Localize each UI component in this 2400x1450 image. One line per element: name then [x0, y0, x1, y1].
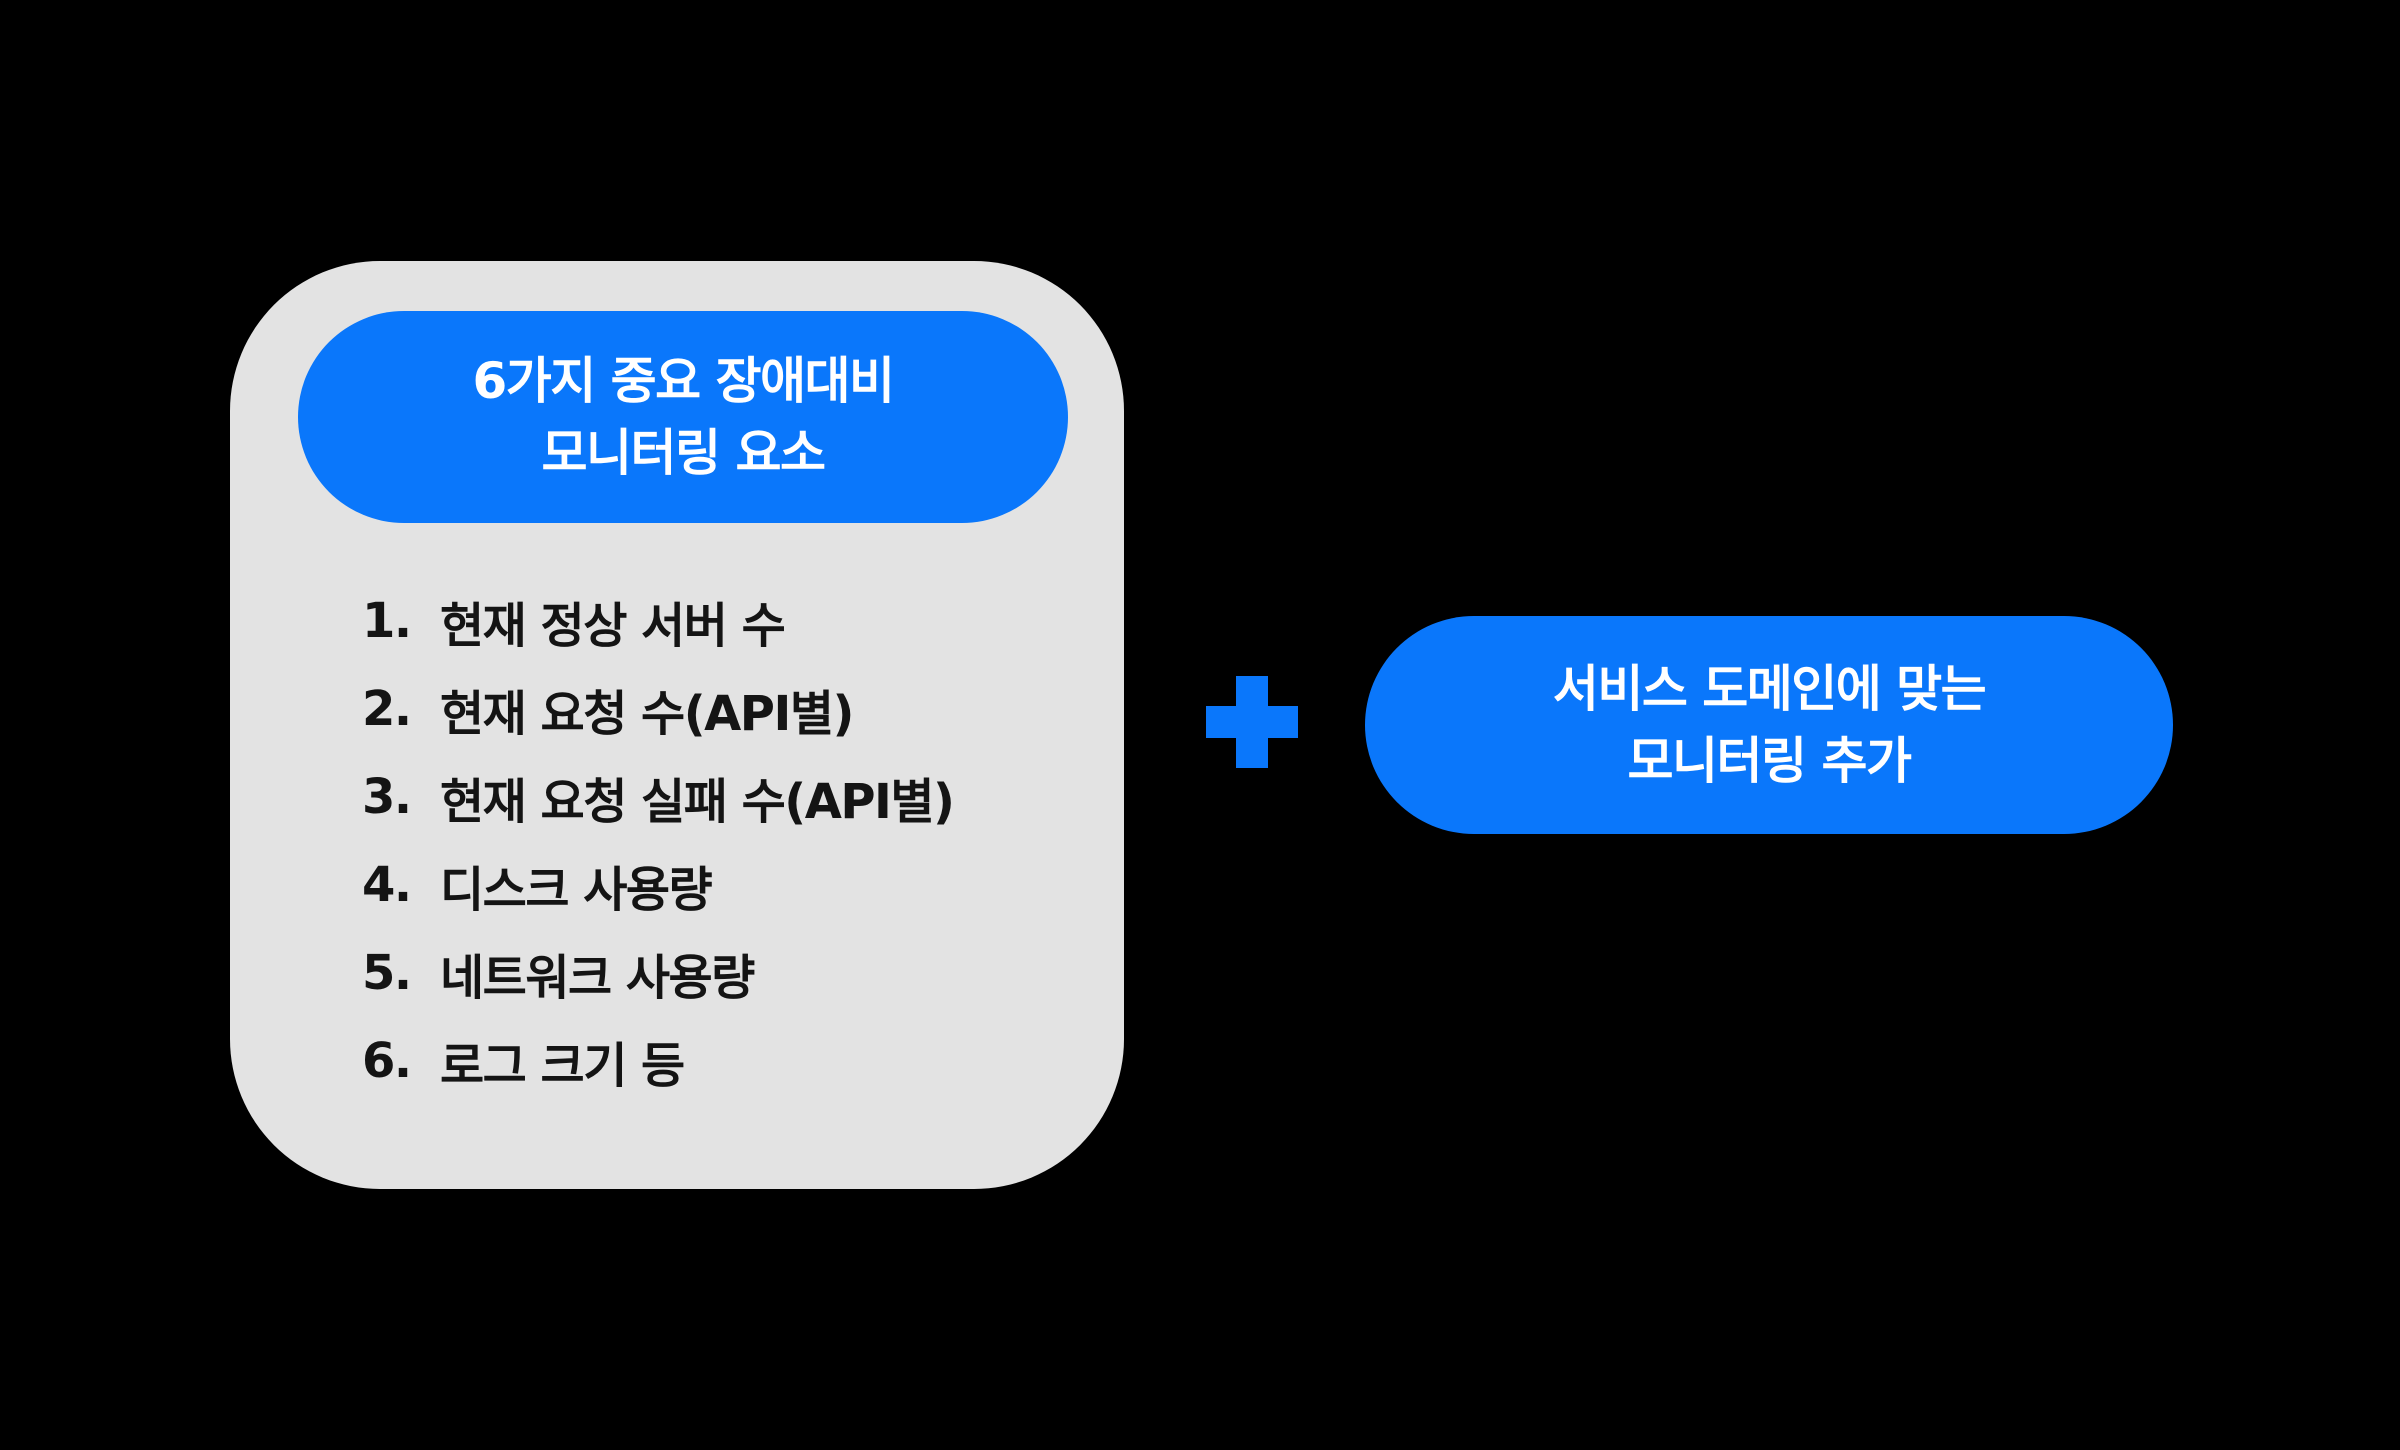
card-title-line-1: 6가지 중요 장애대비	[472, 352, 895, 410]
list-item-text: 현재 요청 수(API별)	[440, 686, 854, 742]
list-item: 6. 로그 크기 등	[362, 1017, 953, 1105]
list-item-text: 디스크 사용량	[440, 862, 713, 918]
card-title-pill: 6가지 중요 장애대비 모니터링 요소	[298, 311, 1068, 523]
list-item: 2. 현재 요청 수(API별)	[362, 665, 953, 753]
list-item-number: 3.	[362, 769, 412, 825]
list-item-number: 2.	[362, 681, 412, 737]
list-item-text: 로그 크기 등	[440, 1038, 685, 1094]
plus-icon-horizontal-bar	[1206, 706, 1298, 738]
domain-pill-line-2: 모니터링 추가	[1627, 732, 1912, 790]
list-item-number: 6.	[362, 1033, 412, 1089]
plus-icon	[1206, 676, 1298, 768]
list-item: 4. 디스크 사용량	[362, 841, 953, 929]
list-item-number: 1.	[362, 593, 412, 649]
monitoring-items-list: 1. 현재 정상 서버 수 2. 현재 요청 수(API별) 3. 현재 요청 …	[362, 577, 955, 1105]
list-item: 5. 네트워크 사용량	[362, 929, 953, 1017]
domain-monitoring-pill: 서비스 도메인에 맞는 모니터링 추가	[1365, 616, 2173, 834]
list-item: 3. 현재 요청 실패 수(API별)	[362, 753, 955, 841]
monitoring-elements-card: 6가지 중요 장애대비 모니터링 요소 1. 현재 정상 서버 수 2. 현재 …	[230, 261, 1124, 1189]
list-item: 1. 현재 정상 서버 수	[362, 577, 953, 665]
card-title-line-2: 모니터링 요소	[541, 424, 826, 482]
list-item-number: 4.	[362, 857, 412, 913]
list-item-text: 현재 요청 실패 수(API별)	[440, 774, 955, 830]
list-item-text: 현재 정상 서버 수	[440, 598, 786, 654]
list-item-text: 네트워크 사용량	[440, 950, 755, 1006]
domain-pill-line-1: 서비스 도메인에 맞는	[1552, 660, 1987, 718]
list-item-number: 5.	[362, 945, 412, 1001]
